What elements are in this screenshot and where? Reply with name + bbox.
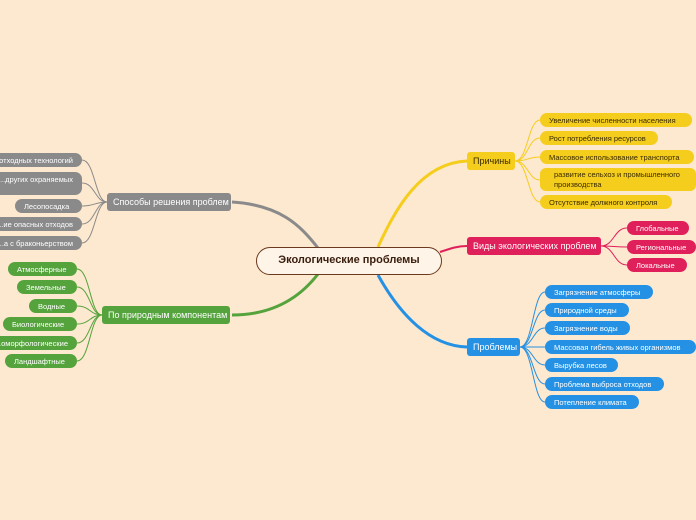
leaf-biological[interactable]: Биологические: [3, 317, 77, 331]
leaf-protected-areas[interactable]: ...других охраняемых: [0, 172, 82, 195]
leaf-local[interactable]: Локальные: [627, 258, 687, 272]
leaf-water[interactable]: Водные: [29, 299, 77, 313]
topic-types-of-problems[interactable]: Виды экологических проблем: [467, 237, 601, 255]
leaf-climate-warming[interactable]: Потепление климата: [545, 395, 639, 409]
leaf-fight-poaching[interactable]: ...а с браконьерством: [0, 236, 82, 250]
leaf-lack-of-control[interactable]: Отсутствие должного контроля: [540, 195, 672, 209]
leaf-geomorphological[interactable]: ...оморфологические: [0, 336, 77, 350]
leaf-global[interactable]: Глобальные: [627, 221, 689, 235]
leaf-water-pollution[interactable]: Загрязнение воды: [545, 321, 630, 335]
leaf-atmospheric[interactable]: Атмосферные: [8, 262, 77, 276]
leaf-waste-technologies[interactable]: ...отходных технологий: [0, 153, 82, 167]
leaf-land[interactable]: Земельные: [17, 280, 77, 294]
topic-by-natural-components[interactable]: По природным компонентам: [102, 306, 230, 324]
leaf-air-pollution[interactable]: Загрязнение атмосферы: [545, 285, 653, 299]
topic-ways-of-solving[interactable]: Способы решения проблем: [107, 193, 231, 211]
leaf-population-growth[interactable]: Увеличение численности населения: [540, 113, 692, 127]
leaf-mass-transport[interactable]: Массовое использование транспорта: [540, 150, 694, 164]
leaf-agri-industry-development[interactable]: развитие сельхоз и промышленного произво…: [540, 168, 696, 191]
leaf-hazardous-waste[interactable]: ...ие опасных отходов: [0, 217, 82, 231]
leaf-mass-death-organisms[interactable]: Массовая гибель живых организмов: [545, 340, 696, 354]
topic-problems[interactable]: Проблемы: [467, 338, 520, 356]
leaf-resource-consumption[interactable]: Рост потребления ресурсов: [540, 131, 658, 145]
leaf-regional[interactable]: Региональные: [627, 240, 696, 254]
central-topic[interactable]: Экологические проблемы: [256, 247, 442, 275]
leaf-deforestation[interactable]: Вырубка лесов: [545, 358, 618, 372]
leaf-waste-emission[interactable]: Проблема выброса отходов: [545, 377, 664, 391]
topic-causes[interactable]: Причины: [467, 152, 515, 170]
leaf-natural-environment[interactable]: Природной среды: [545, 303, 629, 317]
leaf-landscape[interactable]: Ландшафтные: [5, 354, 77, 368]
leaf-reforestation[interactable]: Лесопосадка: [15, 199, 82, 213]
